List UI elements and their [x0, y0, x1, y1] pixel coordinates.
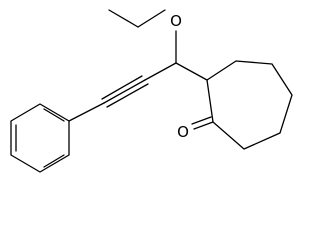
- ethoxy-group: [108, 9, 177, 64]
- bond-ch3-ch2: [108, 9, 139, 28]
- molecule-diagram: O O: [10, 9, 293, 173]
- carbonyl-bond-1: [193, 121, 214, 130]
- bond-ch-alkyne: [144, 62, 177, 81]
- phenyl-ring: [10, 103, 70, 173]
- bond-ch-ring: [175, 62, 208, 81]
- cycloheptanone-ring: [191, 60, 293, 150]
- phenyl-double-bond-3: [43, 154, 65, 168]
- structure-drawing: O O: [10, 9, 293, 173]
- triple-bond-line-1: [103, 79, 146, 104]
- triple-bond-line-2: [101, 75, 143, 100]
- ether-oxygen-label: O: [170, 12, 182, 30]
- carbonyl-bond-2: [191, 116, 212, 125]
- bond-alkyne-phenyl: [68, 102, 105, 122]
- phenyl-double-bond-2: [43, 108, 65, 122]
- triple-bond-line-3: [106, 83, 149, 108]
- ketone-oxygen-label: O: [177, 123, 189, 141]
- bond-ch2-o: [137, 9, 166, 28]
- cycloheptane-heptagon: [206, 60, 293, 150]
- phenyl-hexagon: [10, 103, 70, 173]
- alkyne-linker: [68, 62, 177, 122]
